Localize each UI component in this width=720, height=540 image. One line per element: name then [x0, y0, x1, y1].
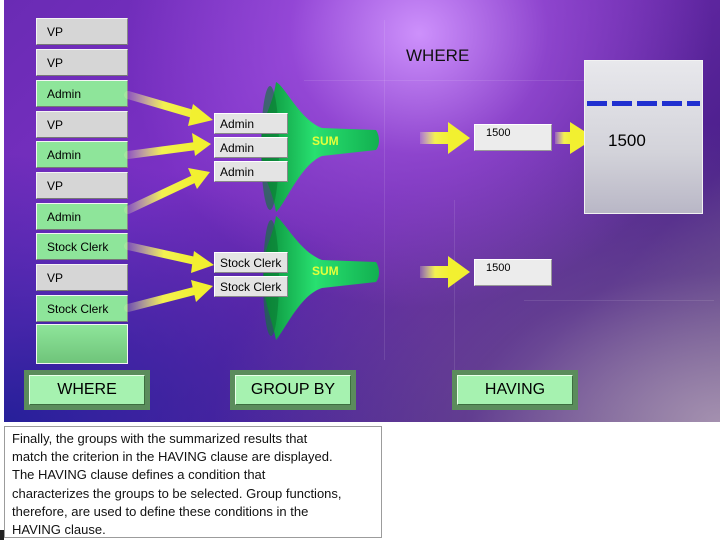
group-row-label: Stock Clerk: [220, 280, 282, 294]
where-stage-label: WHERE: [24, 370, 150, 410]
caption-line: Finally, the groups with the summarized …: [12, 431, 308, 446]
decorative-line: [384, 20, 385, 360]
group-row-label: Admin: [220, 117, 255, 131]
employee-row-label: Admin: [47, 87, 82, 101]
caption-line: characterizes the groups to be selected.…: [12, 485, 342, 501]
group-sum-text: 1500: [486, 127, 511, 139]
having-stage-text: HAVING: [457, 375, 573, 405]
group-admin-row-1: Admin: [214, 113, 288, 134]
caption-line: HAVING clause.: [12, 522, 106, 538]
caption-line: therefore, are used to define these cond…: [12, 503, 309, 519]
group-sum-text: 1500: [486, 262, 511, 274]
having-result-panel: 1500: [584, 60, 703, 214]
employee-row-label: VP: [47, 25, 64, 39]
where-heading: WHERE: [406, 46, 470, 65]
employee-row-8: Stock Clerk: [36, 233, 128, 260]
employee-row-label: VP: [47, 271, 64, 285]
sum-label-bottom: SUM: [312, 264, 339, 278]
employee-column-base: [36, 324, 128, 364]
having-stage-label: HAVING: [452, 370, 578, 410]
employee-row-9: VP: [36, 264, 128, 291]
group-sum-value-2: 1500: [474, 259, 552, 286]
employee-row-label: Admin: [47, 210, 82, 224]
employee-row-1: VP: [36, 18, 128, 45]
employee-row-7: Admin: [36, 203, 128, 230]
employee-row-5: Admin: [36, 141, 128, 168]
flow-arrows: [124, 91, 595, 312]
group-row-label: Admin: [220, 141, 255, 155]
flow-graphics: [124, 82, 595, 340]
employee-row-2: VP: [36, 49, 128, 76]
employee-row-label: VP: [47, 118, 64, 132]
corner-mark: [0, 530, 4, 540]
groupby-stage-label: GROUP BY: [230, 370, 356, 410]
group-admin-row-2: Admin: [214, 137, 288, 158]
employee-row-label: Admin: [47, 148, 82, 162]
group-clerk-row-1: Stock Clerk: [214, 252, 288, 273]
employee-row-6: VP: [36, 172, 128, 199]
employee-row-label: VP: [47, 179, 64, 193]
employee-row-label: VP: [47, 56, 64, 70]
employee-row-label: Stock Clerk: [47, 302, 109, 316]
employee-row-3: Admin: [36, 80, 128, 107]
group-row-label: Admin: [220, 165, 255, 179]
employee-row-10: Stock Clerk: [36, 295, 128, 322]
having-result-value: 1500: [608, 131, 646, 150]
group-row-label: Stock Clerk: [220, 256, 282, 270]
decorative-line: [304, 80, 634, 81]
groupby-stage-text: GROUP BY: [235, 375, 351, 405]
caption-text-box: Finally, the groups with the summarized …: [4, 426, 382, 538]
sum-label-top: SUM: [312, 134, 339, 148]
group-admin-row-3: Admin: [214, 161, 288, 182]
decorative-line: [454, 200, 455, 380]
group-sum-value-1: 1500: [474, 124, 552, 151]
where-stage-text: WHERE: [29, 375, 145, 405]
decorative-line: [524, 300, 714, 301]
group-clerk-row-2: Stock Clerk: [214, 276, 288, 297]
caption-line: The HAVING clause defines a condition th…: [12, 467, 266, 483]
dashed-divider: [587, 101, 700, 106]
employee-row-4: VP: [36, 111, 128, 138]
employee-row-label: Stock Clerk: [47, 240, 109, 254]
caption-line: match the criterion in the HAVING clause…: [12, 449, 333, 465]
